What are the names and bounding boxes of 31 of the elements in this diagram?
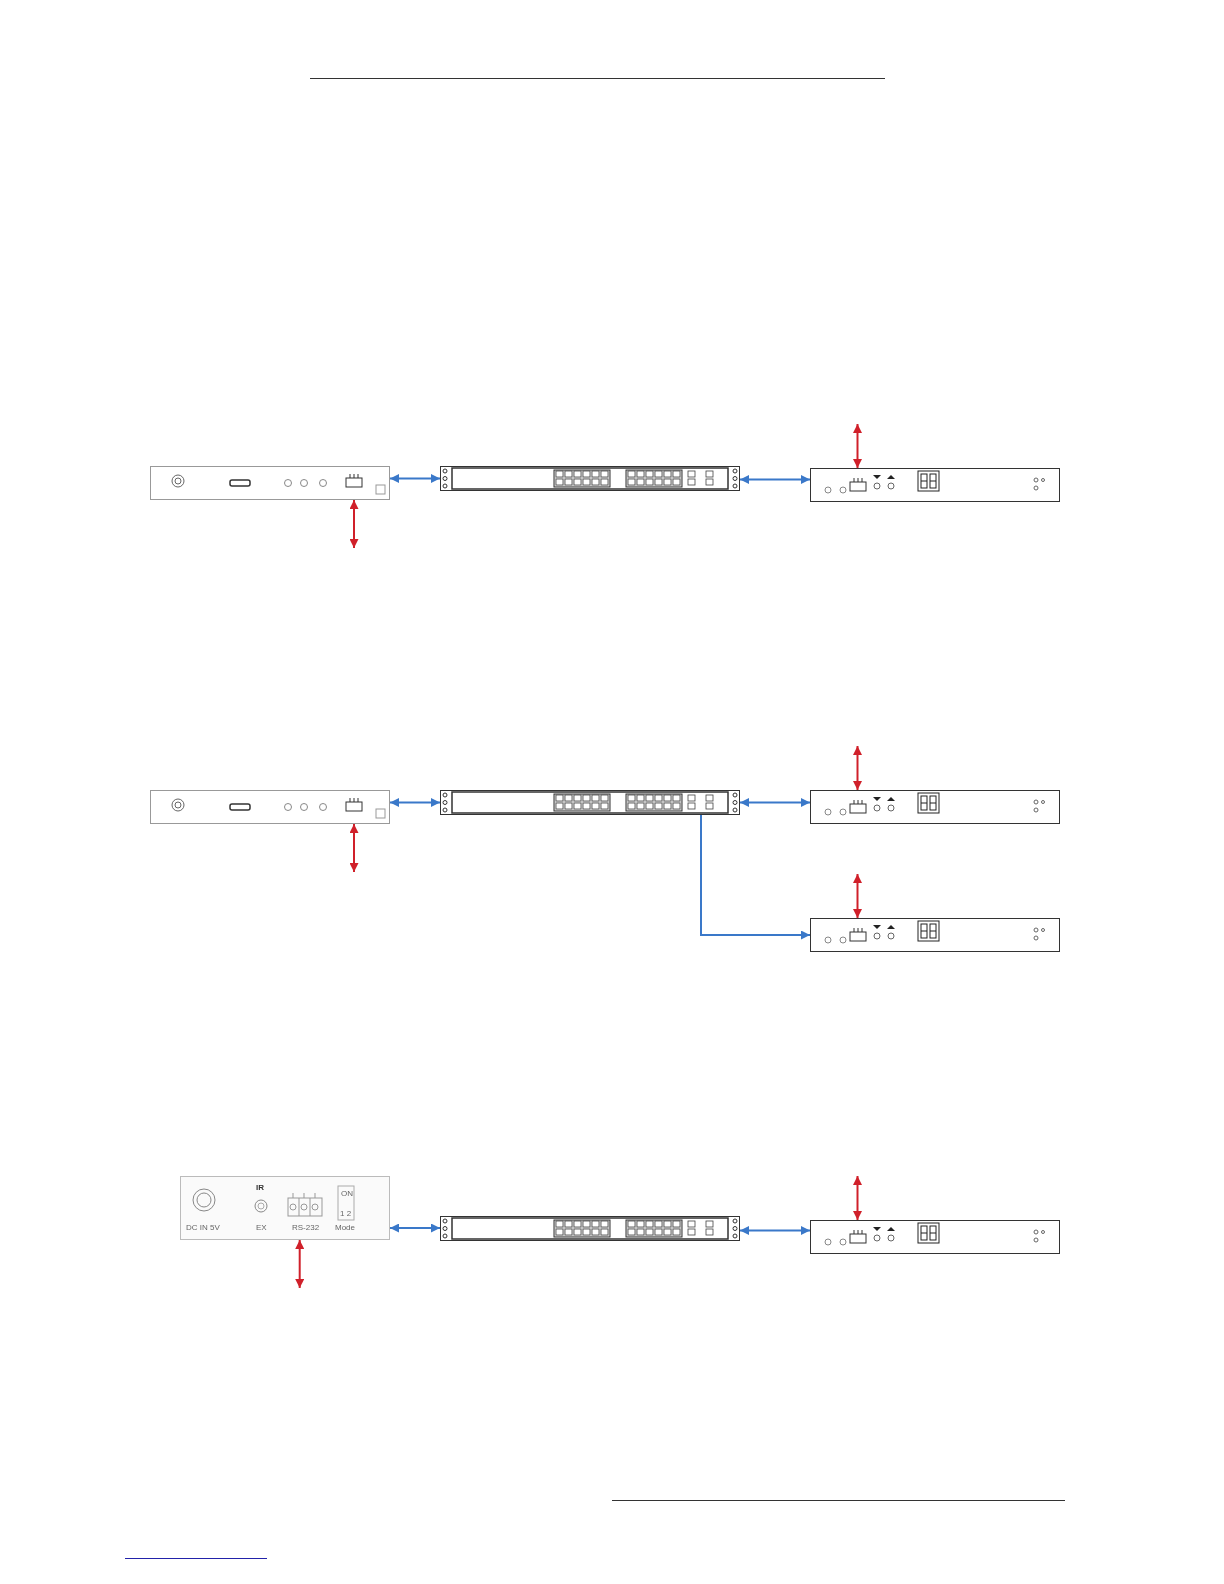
port-label: 1 2 [340,1210,352,1218]
arrow [739,798,811,807]
arrow [389,474,441,483]
arrow [739,1226,811,1235]
receiver-drawing [810,468,1060,502]
arrow [389,798,441,807]
transmitter-drawing [180,1176,390,1240]
transmitter-drawing [150,466,390,500]
port-label: IR [256,1184,264,1192]
network-switch-drawing [440,466,740,491]
port-label: DC IN 5V [186,1224,220,1232]
port-label: EX [256,1224,267,1232]
port-label: Mode [335,1224,355,1232]
receiver-drawing [810,790,1060,824]
receiver-drawing [810,918,1060,952]
arrow [349,823,359,873]
receiver-drawing [810,1220,1060,1254]
arrow [700,814,811,940]
arrow [853,1175,862,1221]
arrow [853,745,862,791]
arrow [853,423,862,469]
arrow [389,1223,441,1233]
arrow [349,499,359,549]
arrow [853,873,862,919]
transmitter-drawing [150,790,390,824]
arrow [295,1239,305,1289]
port-label: RS-232 [292,1224,320,1232]
network-switch-drawing [440,1216,740,1241]
network-switch-drawing [440,790,740,815]
arrow [739,475,811,484]
port-label: ON [341,1190,353,1198]
